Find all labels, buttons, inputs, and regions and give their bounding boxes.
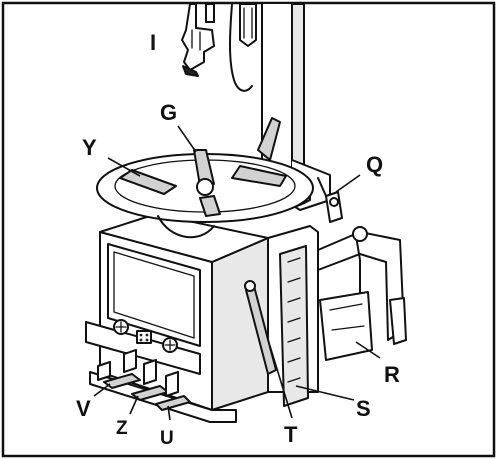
leader-lines <box>93 125 381 421</box>
control-switch-icon[interactable] <box>136 330 152 344</box>
label-v: V <box>76 396 91 421</box>
label-t: T <box>284 422 298 447</box>
label-y: Y <box>82 135 97 160</box>
label-s: S <box>356 396 371 421</box>
pedal-v[interactable] <box>103 373 141 389</box>
bead-breaker-arm <box>317 226 407 361</box>
air-hose <box>229 3 257 92</box>
label-i: I <box>150 30 156 55</box>
label-z: Z <box>116 418 128 439</box>
pedal-u[interactable] <box>155 395 191 411</box>
bead-breaker-lever[interactable] <box>244 280 277 375</box>
turntable <box>96 149 314 239</box>
inflation-valve[interactable] <box>317 177 343 223</box>
control-panel <box>113 319 178 353</box>
jaw[interactable] <box>119 169 177 195</box>
label-u: U <box>160 428 174 449</box>
jaw[interactable] <box>231 165 287 187</box>
label-q: Q <box>366 152 383 177</box>
bead-breaker-pad[interactable] <box>279 245 309 407</box>
mounting-head <box>181 3 215 77</box>
bead-breaker-housing <box>267 225 319 407</box>
foot-pedals <box>103 349 191 411</box>
label-r: R <box>384 362 400 387</box>
jaw[interactable] <box>193 149 215 187</box>
jaw[interactable] <box>199 195 221 217</box>
label-g: G <box>160 100 177 125</box>
